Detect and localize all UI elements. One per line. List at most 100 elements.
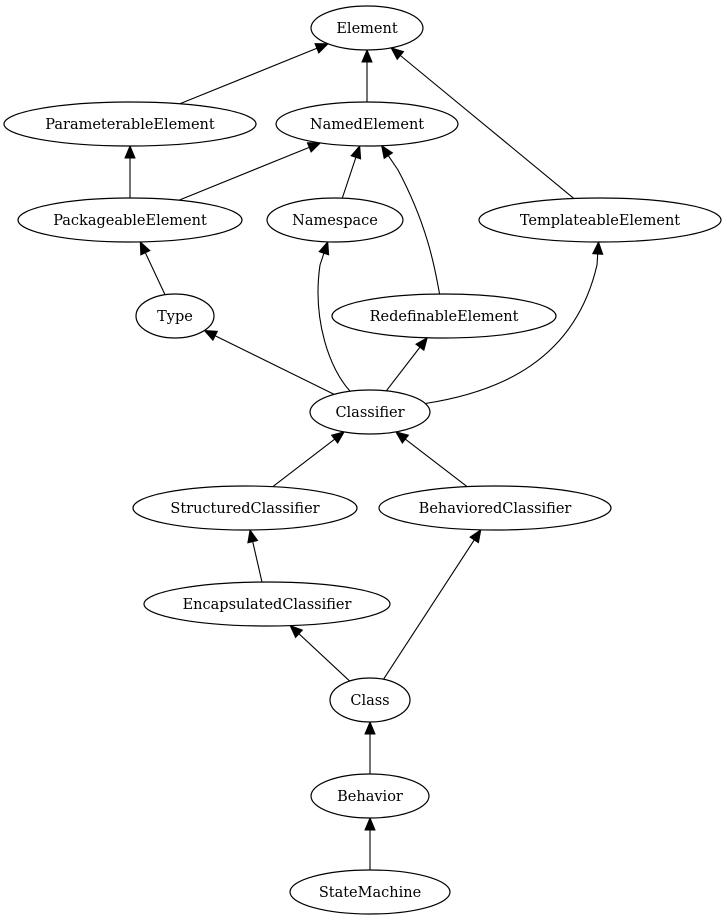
node-label: PackageableElement xyxy=(53,213,207,229)
node-label: StateMachine xyxy=(319,885,421,901)
edge-classifier-to-type xyxy=(203,329,335,395)
edge-parameterable-to-element xyxy=(179,43,330,105)
edge-line xyxy=(179,47,318,105)
arrowhead xyxy=(306,142,322,153)
node-templateable: TemplateableElement xyxy=(478,197,722,243)
edge-statemachine-to-behavior xyxy=(364,816,376,870)
node-shape xyxy=(3,101,257,147)
node-shape xyxy=(331,293,557,339)
edges xyxy=(124,43,604,870)
edge-classifier-to-namespace xyxy=(317,240,351,392)
edge-line xyxy=(298,633,351,682)
arrowhead xyxy=(124,144,136,159)
edge-line xyxy=(317,253,351,392)
node-parameterable: ParameterableElement xyxy=(3,101,257,147)
node-label: StructuredClassifier xyxy=(170,501,319,517)
edge-type-to-packageable xyxy=(139,240,166,295)
node-shape xyxy=(275,101,459,147)
arrowhead xyxy=(289,624,304,639)
node-shape xyxy=(310,773,430,819)
edge-line xyxy=(272,438,335,488)
edge-named-to-element xyxy=(361,48,373,102)
node-shape xyxy=(309,389,431,435)
node-label: Classifier xyxy=(335,405,404,421)
arrowhead xyxy=(361,48,373,63)
arrowhead xyxy=(350,144,362,160)
edge-line xyxy=(425,253,599,405)
edge-packageable-to-named xyxy=(178,142,322,201)
node-behavior: Behavior xyxy=(310,773,430,819)
edge-line xyxy=(383,539,475,680)
arrowhead xyxy=(139,240,151,256)
edge-line xyxy=(400,55,575,199)
edge-line xyxy=(405,438,468,488)
node-shape xyxy=(135,293,215,339)
node-label: RedefinableElement xyxy=(370,309,519,325)
edge-redefinable-to-named xyxy=(380,144,441,295)
node-shape xyxy=(289,869,451,915)
arrowhead xyxy=(394,431,410,445)
node-shape xyxy=(266,197,404,243)
edge-behavior-to-class xyxy=(364,720,376,774)
node-label: Type xyxy=(157,309,193,325)
edge-behaviored-to-classifier xyxy=(394,431,468,488)
arrowhead xyxy=(380,144,394,160)
arrowhead xyxy=(247,528,259,544)
node-classifier: Classifier xyxy=(309,389,431,435)
node-label: ParameterableElement xyxy=(45,117,215,133)
arrowhead xyxy=(469,528,482,544)
node-structured: StructuredClassifier xyxy=(132,485,358,531)
edge-line xyxy=(341,157,357,199)
node-class: Class xyxy=(329,677,411,723)
edge-encapsulated-to-structured xyxy=(247,528,263,583)
node-label: BehavioredClassifier xyxy=(419,501,572,517)
node-label: EncapsulatedClassifier xyxy=(183,597,352,613)
edge-class-to-encapsulated xyxy=(289,624,351,682)
node-statemachine: StateMachine xyxy=(289,869,451,915)
node-label: Class xyxy=(350,693,389,709)
arrowhead xyxy=(390,47,405,61)
node-shape xyxy=(132,485,358,531)
node-packageable: PackageableElement xyxy=(17,197,243,243)
edge-namespace-to-named xyxy=(341,144,362,199)
edge-classifier-to-templateable xyxy=(425,240,604,405)
node-named: NamedElement xyxy=(275,101,459,147)
arrowhead xyxy=(364,720,376,735)
edge-line xyxy=(214,335,335,395)
arrowhead xyxy=(415,336,429,352)
edge-line xyxy=(385,346,421,392)
arrowhead xyxy=(330,431,346,445)
node-shape xyxy=(329,677,411,723)
node-shape xyxy=(143,581,391,627)
edge-line xyxy=(387,155,441,295)
node-behaviored: BehavioredClassifier xyxy=(378,485,612,531)
edge-templateable-to-element xyxy=(390,47,575,199)
edge-line xyxy=(144,252,166,295)
edge-line xyxy=(178,146,310,201)
node-redefinable: RedefinableElement xyxy=(331,293,557,339)
node-namespace: Namespace xyxy=(266,197,404,243)
node-type: Type xyxy=(135,293,215,339)
node-label: NamedElement xyxy=(310,117,424,133)
node-label: Behavior xyxy=(337,789,403,805)
edge-structured-to-classifier xyxy=(272,431,346,488)
arrowhead xyxy=(318,240,330,256)
edge-classifier-to-redefinable xyxy=(385,336,429,392)
arrowhead xyxy=(203,329,219,342)
node-label: Element xyxy=(336,21,397,37)
node-encapsulated: EncapsulatedClassifier xyxy=(143,581,391,627)
node-element: Element xyxy=(310,5,424,51)
node-shape xyxy=(310,5,424,51)
node-shape xyxy=(378,485,612,531)
edge-packageable-to-parameterable xyxy=(124,144,136,198)
edge-class-to-behaviored xyxy=(383,528,482,680)
node-shape xyxy=(478,197,722,243)
node-shape xyxy=(17,197,243,243)
edge-line xyxy=(252,541,263,583)
node-label: Namespace xyxy=(292,213,378,229)
arrowhead xyxy=(591,240,604,255)
arrowhead xyxy=(314,43,330,54)
arrowhead xyxy=(364,816,376,831)
